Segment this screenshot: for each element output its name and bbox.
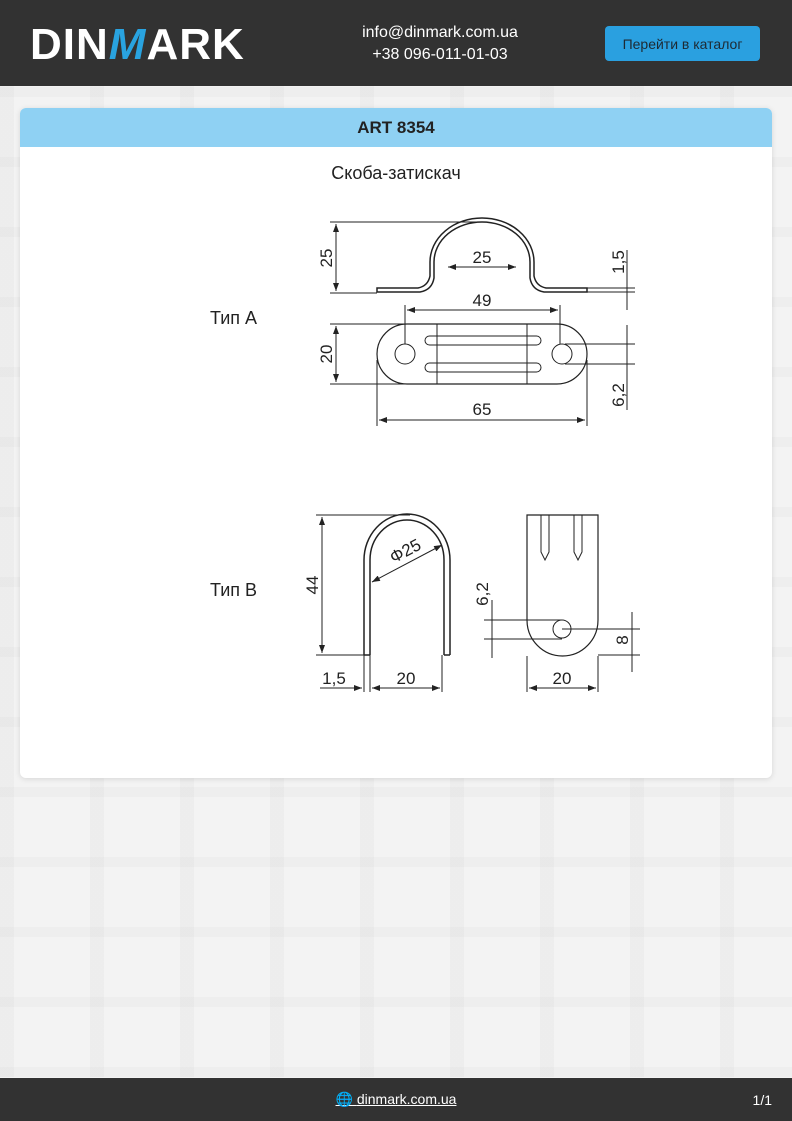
header: DINMARK info@dinmark.com.ua +38 096-011-… [0, 0, 792, 86]
phone[interactable]: +38 096-011-01-03 [372, 46, 508, 63]
dim-a-holes: 49 [473, 291, 492, 310]
product-name: Скоба-затискач [331, 163, 461, 183]
type-a-side-view [330, 217, 635, 310]
product-card: ART 8354 Скоба-затискач Тип A Тип B [20, 108, 772, 778]
dim-a-inner: 25 [473, 248, 492, 267]
dim-b-thickness: 1,5 [322, 669, 346, 688]
dimension-labels: 25 25 1,5 49 20 65 6,2 44 Φ25 1,5 20 6,2… [303, 248, 632, 688]
type-b-side-view [316, 513, 451, 692]
dim-a-height: 25 [317, 249, 336, 268]
page-number: 1/1 [752, 1092, 772, 1108]
article-title: ART 8354 [20, 108, 772, 147]
dim-b-diameter: Φ25 [387, 535, 425, 567]
globe-icon: 🌐 [335, 1091, 353, 1107]
type-b-label: Тип B [210, 580, 258, 600]
catalog-button[interactable]: Перейти в каталог [605, 26, 760, 61]
contact-info: info@dinmark.com.ua +38 096-011-01-03 [330, 22, 550, 66]
footer: 🌐 dinmark.com.ua 1/1 [0, 1078, 792, 1121]
type-b-front-view [484, 514, 640, 692]
type-a-label: Тип A [210, 308, 258, 328]
email[interactable]: info@dinmark.com.ua [362, 24, 518, 41]
site-link[interactable]: 🌐 dinmark.com.ua [335, 1091, 457, 1107]
type-a-plan-view [330, 305, 635, 426]
dim-a-width: 20 [317, 345, 336, 364]
dim-a-thickness: 1,5 [609, 250, 628, 274]
dim-a-hole: 6,2 [609, 383, 628, 407]
dim-b-height: 44 [303, 576, 322, 595]
dim-a-length: 65 [473, 400, 492, 419]
dim-b-inner: 20 [397, 669, 416, 688]
dim-b-hole: 6,2 [473, 582, 492, 606]
dim-b-width: 20 [553, 669, 572, 688]
dim-b-offset: 8 [613, 635, 632, 644]
logo[interactable]: DINMARK [30, 20, 245, 69]
